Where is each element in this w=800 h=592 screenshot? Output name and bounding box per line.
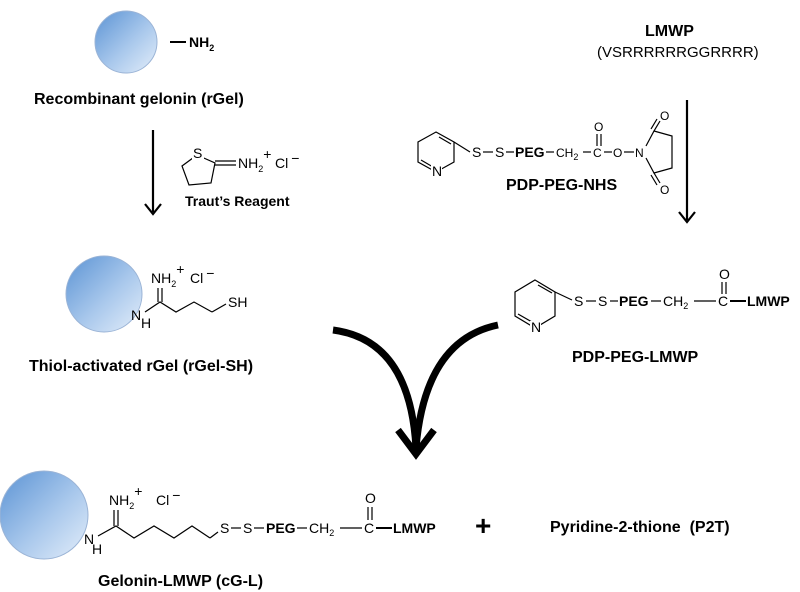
nhs-s2: S: [495, 144, 504, 160]
nhs-ch2: CH2: [556, 146, 578, 162]
lmwp-s2: S: [598, 293, 607, 309]
lmwp-terminal: LMWP: [747, 293, 790, 309]
pdp-peg-nhs-structure: N S S PEG CH2 C O O N O O: [417, 109, 673, 197]
lmwp-peg: PEG: [619, 293, 649, 309]
gelonin-lmwp-molecule: N H NH2+ Cl− S S PEG CH2 C O LMWP: [0, 470, 436, 560]
rgel-sh-nh2: NH2+: [151, 261, 184, 289]
product-label: Gelonin-LMWP (cG-L): [98, 573, 263, 590]
product-protein-sphere: [0, 470, 89, 560]
arrow-merge: [332, 321, 499, 460]
nhs-carbonyl-o: O: [594, 120, 603, 134]
lmwp-s1: S: [574, 293, 583, 309]
lmwp-carbonyl-o: O: [719, 266, 730, 282]
product-s2: S: [243, 520, 252, 536]
rgel-sh-protein-sphere: [65, 255, 143, 333]
rgel-sh-sh: SH: [228, 294, 247, 310]
rgel-sh-cl: Cl−: [190, 265, 214, 286]
nhs-peg: PEG: [515, 144, 545, 160]
arrow-thiolation: [144, 130, 162, 216]
gelonin-protein-sphere: [94, 10, 158, 74]
arrow-lmwp-conjugation: [678, 100, 696, 224]
trauts-reagent-structure: S NH2+ Cl−: [181, 145, 299, 186]
rgel-molecule: NH2: [94, 10, 214, 74]
product-nh2: NH2+: [109, 483, 142, 511]
reagent-cl: Cl−: [275, 150, 299, 171]
reagent-ring-s: S: [193, 145, 202, 161]
byproduct-label: Pyridine-2-thione (P2T): [550, 519, 730, 536]
nhs-succinimide-o2: O: [660, 183, 669, 197]
product-n: N: [84, 531, 94, 547]
lmwp-sequence: (VSRRRRRRGGRRRR): [597, 44, 759, 61]
rgel-sh-label: Thiol-activated rGel (rGel-SH): [29, 358, 253, 375]
amine-text: NH2: [189, 34, 214, 53]
product-lmwp: LMWP: [393, 520, 436, 536]
rgel-label: Recombinant gelonin (rGel): [34, 91, 244, 108]
nhs-succinimide-o1: O: [660, 109, 669, 123]
lmwp-pyridine-n: N: [531, 319, 541, 335]
product-peg: PEG: [266, 520, 296, 536]
nhs-ester-o: O: [613, 146, 622, 160]
rgel-sh-h: H: [141, 315, 151, 331]
lmwp-title: LMWP: [645, 23, 694, 40]
reagent-label: Traut’s Reagent: [185, 193, 290, 209]
pdp-peg-lmwp-structure: N S S PEG CH2 C O LMWP: [514, 266, 790, 335]
nhs-pyridine-n: N: [432, 163, 442, 179]
lmwp-ch2: CH2: [663, 293, 688, 311]
nhs-s1: S: [472, 144, 481, 160]
reagent-nh2: NH2+: [238, 146, 271, 174]
nhs-succinimide-n: N: [635, 146, 644, 160]
lmwp-c: C: [718, 293, 728, 309]
product-c: C: [364, 520, 374, 536]
product-h: H: [92, 541, 102, 557]
product-ch2: CH2: [309, 520, 334, 538]
plus-sign: +: [475, 510, 491, 541]
product-carbonyl-o: O: [365, 490, 376, 506]
nhs-c: C: [593, 146, 602, 160]
product-cl: Cl−: [156, 487, 180, 508]
rgel-sh-molecule: N H NH2+ Cl− SH: [65, 255, 247, 333]
pdp-peg-lmwp-label: PDP-PEG-LMWP: [572, 349, 699, 366]
pdp-peg-nhs-label: PDP-PEG-NHS: [506, 177, 617, 194]
rgel-sh-n: N: [131, 307, 141, 323]
product-s1: S: [220, 520, 229, 536]
